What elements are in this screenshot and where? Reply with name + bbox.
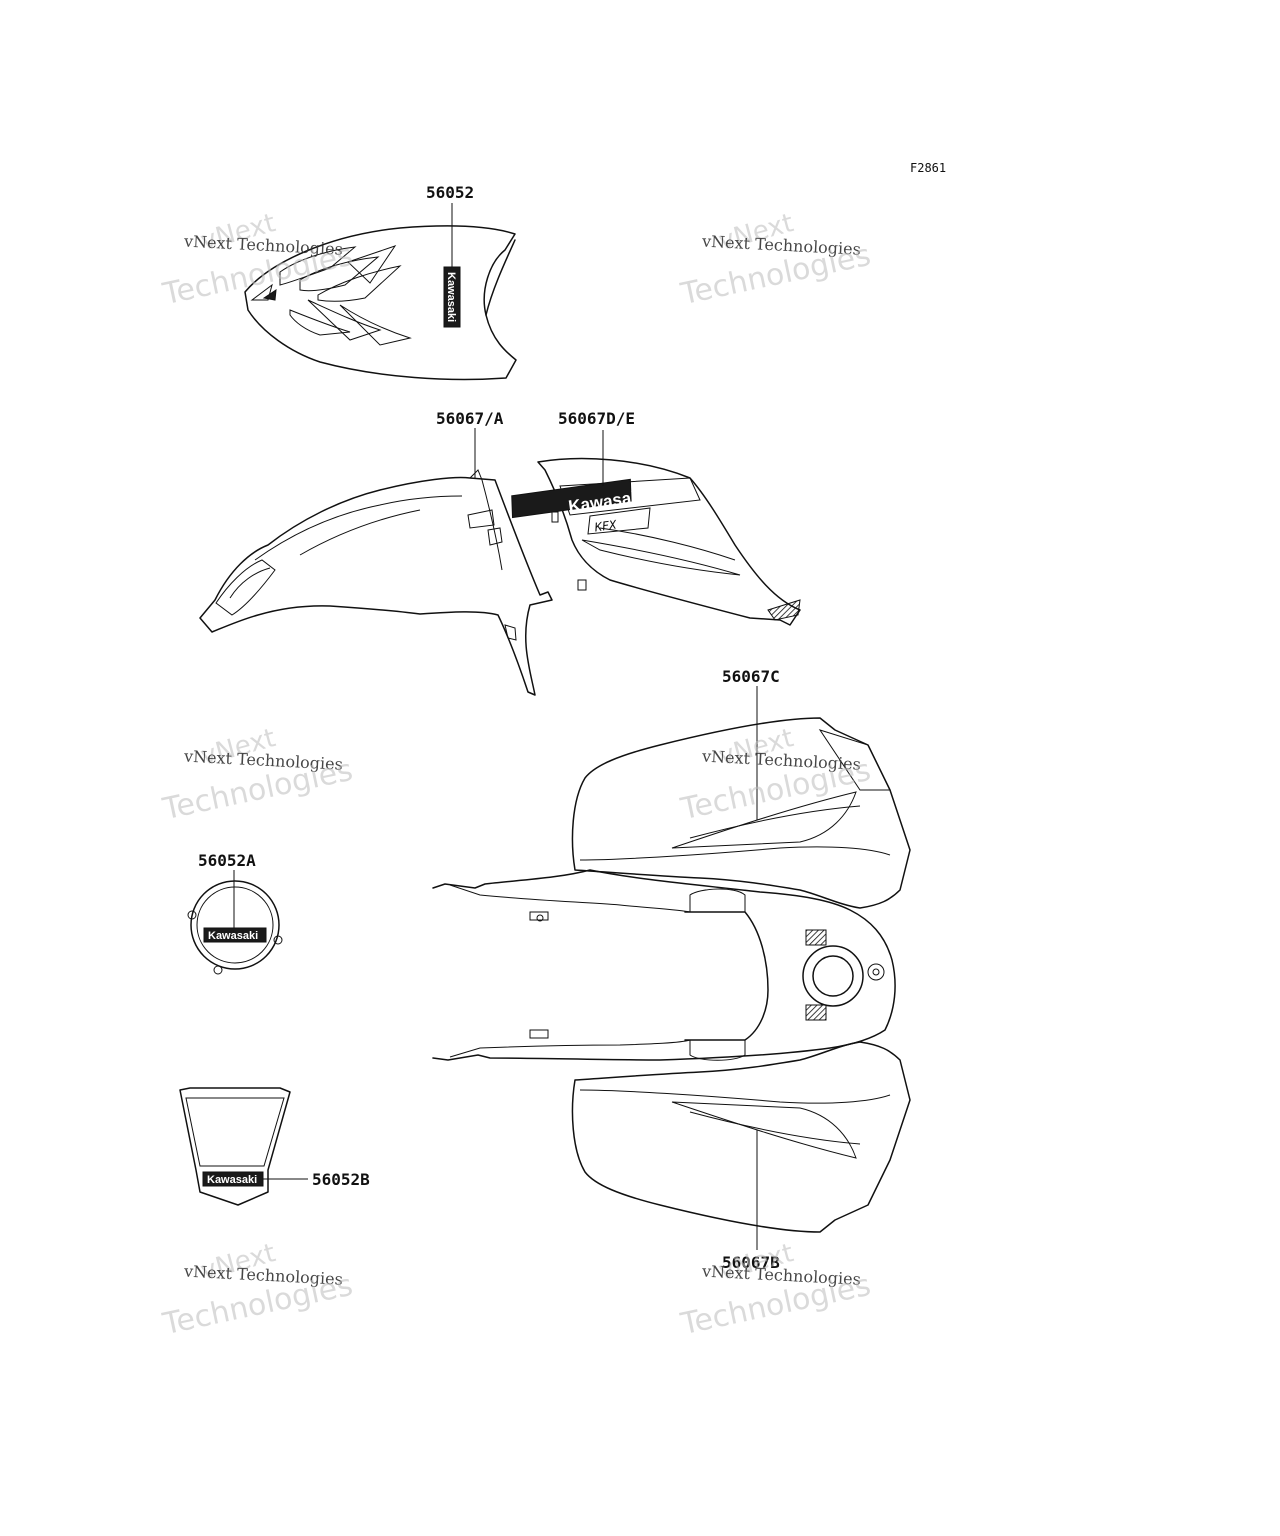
watermark-top-right: vNext vNext Technologies Technologies [677, 208, 874, 312]
watermark-bottom-left: vNext vNext Technologies Technologies [159, 1238, 356, 1342]
kawasaki-decal-headlight-text: Kawasaki [207, 1174, 257, 1186]
kawasaki-decal-round [203, 927, 267, 943]
callout-56052a: 56052A [198, 851, 256, 870]
rear-fender-part [432, 686, 911, 1250]
rear-fender-top-part: Kawasaki [244, 203, 517, 381]
kawasaki-decal-vertical-text: Kawasaki [445, 272, 457, 322]
watermark-middle-left: vNext vNext Technologies Technologies [159, 723, 356, 827]
callout-56052: 56052 [426, 183, 474, 202]
round-cover-part: Kawasaki [187, 870, 283, 975]
watermark-bottom-right: vNext vNext Technologies Technologies [677, 1238, 874, 1342]
kawasaki-decal-side [511, 478, 632, 519]
headlight-cover-part: Kawasaki [179, 1087, 308, 1206]
side-cover-part: Kawasaki KFX [511, 430, 801, 626]
watermark-middle-right: vNext vNext Technologies Technologies [677, 723, 874, 827]
kfx-model-text: KFX [593, 518, 618, 535]
kawasaki-decal-round-text: Kawasaki [208, 930, 258, 942]
watermark-top-left: vNext vNext Technologies Technologies [159, 208, 356, 312]
figure-id: F2861 [910, 161, 946, 175]
callout-56052b: 56052B [312, 1170, 370, 1189]
callout-56067c: 56067C [722, 667, 780, 686]
callout-56067-a: 56067/A [436, 409, 504, 428]
front-fender-part [199, 428, 553, 696]
callout-56067-de: 56067D/E [558, 409, 635, 428]
callout-56067b: 56067B [722, 1253, 780, 1272]
